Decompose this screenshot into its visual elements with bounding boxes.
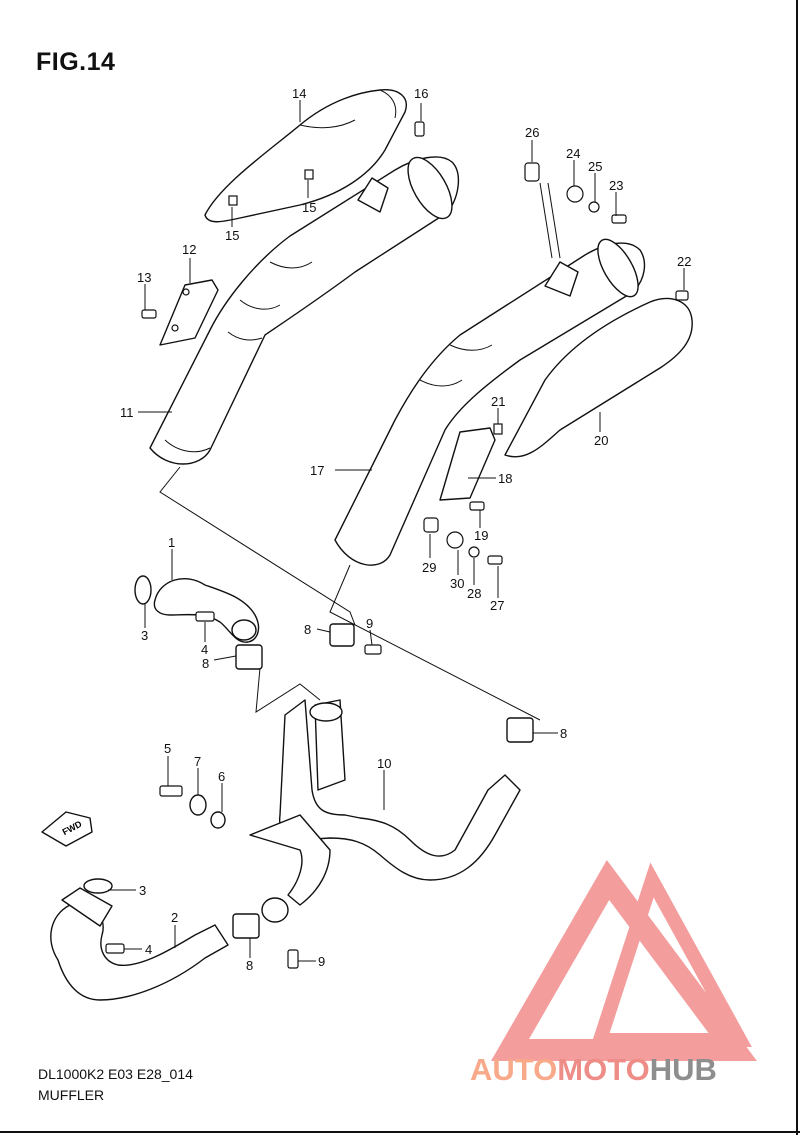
clamp-lower [261,897,299,969]
diagram-code: DL1000K2 E03 E28_014 [38,1066,193,1082]
bolt-16 [414,121,425,137]
callout-8: 8 [560,726,567,741]
y-pipe-10 [249,699,521,906]
diagram-name: MUFFLER [38,1087,105,1103]
bolt-4-lower [105,943,125,954]
bolt-9-upper [364,644,382,655]
callout-21: 21 [491,394,505,409]
callout-6: 6 [218,769,225,784]
callout-4: 4 [145,942,152,957]
callout-9: 9 [318,954,325,969]
callout-12: 12 [182,242,196,257]
callout-14: 14 [292,86,306,101]
callout-23: 23 [609,178,623,193]
automotohub-logo-icon [490,860,757,1061]
callout-1: 1 [168,535,175,550]
figure-title: FIG.14 [36,48,116,76]
callout-4: 4 [201,642,208,657]
watermark-hub: HUB [649,1052,717,1087]
callout-22: 22 [677,254,691,269]
callout-8: 8 [304,622,311,637]
callout-25: 25 [588,159,602,174]
watermark-wordmark: AUTOMOTOHUB [470,1052,717,1088]
exhaust-pipe-1 [153,577,260,643]
leader-lines [108,100,685,962]
callout-7: 7 [194,754,201,769]
left-muffler-11 [149,156,459,465]
callout-27: 27 [490,598,504,613]
watermark-auto: AUTO [470,1052,558,1087]
callout-11: 11 [120,405,134,420]
bolt-4-upper [195,611,215,622]
gasket-3-upper [134,575,152,605]
small-hardware [423,162,689,565]
callout-26: 26 [525,125,539,140]
callout-28: 28 [467,586,481,601]
callout-10: 10 [377,756,391,771]
callout-30: 30 [450,576,464,591]
callout-2: 2 [171,910,178,925]
callout-5: 5 [164,741,171,756]
callout-18: 18 [498,471,512,486]
exhaust-pipe-2 [50,887,229,1001]
callout-15: 15 [225,228,239,243]
sleeve-8 [232,623,534,939]
callout-20: 20 [594,433,608,448]
callout-9: 9 [366,616,373,631]
callout-3: 3 [141,628,148,643]
bolt-13 [141,309,157,319]
clip-15 [228,169,314,206]
callout-24: 24 [566,146,580,161]
callout-15: 15 [302,200,316,215]
right-muffler-17 [334,238,646,566]
heat-shield-14 [204,89,407,223]
callout-8: 8 [202,656,209,671]
callout-numbers: 14 16 15 15 12 13 11 26 24 25 23 22 21 2… [120,86,691,973]
cover-20 [504,297,693,458]
callout-3: 3 [139,883,146,898]
bracket-18 [439,427,496,501]
callout-16: 16 [414,86,428,101]
fwd-arrow-icon: FWD [41,811,93,847]
callout-13: 13 [137,270,151,285]
callout-17: 17 [310,463,324,478]
bolt-5-washer-6-7 [159,785,226,829]
assembly-lines [159,182,561,721]
callout-29: 29 [422,560,436,575]
callout-19: 19 [474,528,488,543]
bracket-12 [159,279,219,346]
gasket-3-lower [83,878,113,894]
watermark-moto: MOTO [557,1052,650,1087]
callout-8: 8 [246,958,253,973]
